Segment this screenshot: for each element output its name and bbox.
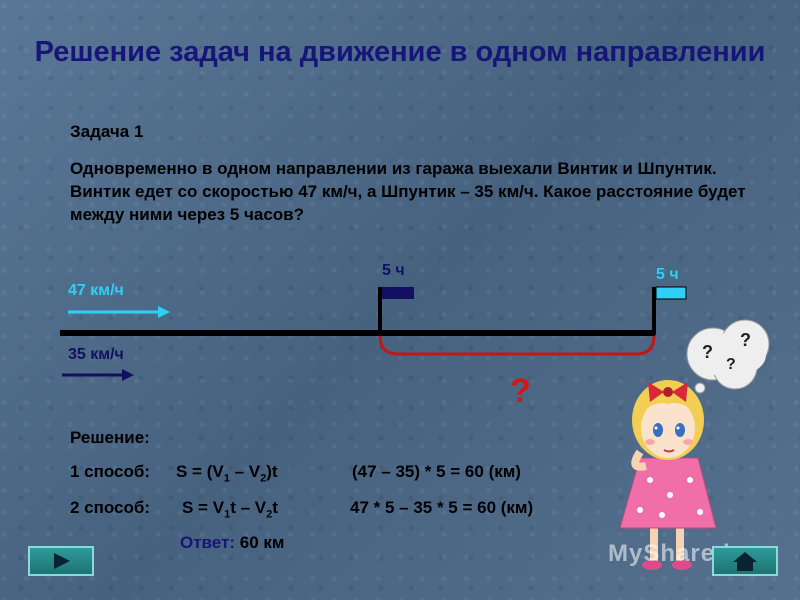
watermark-logo: MyShared (608, 540, 731, 567)
slow-time-label: 5 ч (382, 262, 405, 279)
task-heading: Задача 1 (70, 122, 144, 141)
fast-speed-label: 47 км/ч (68, 282, 124, 299)
fast-position-flag (652, 286, 687, 335)
thought-question-3: ? (726, 356, 736, 373)
solution-way1-formula: S = (V1 – V2)t (176, 462, 278, 485)
girl-illustration (619, 380, 717, 570)
distance-bracket (378, 335, 656, 356)
home-button[interactable] (712, 546, 778, 576)
answer-value: 60 км (239, 533, 285, 552)
solution-way1-calc: (47 – 35) * 5 = 60 (км) (352, 462, 521, 481)
answer-label: Ответ: (180, 533, 235, 552)
solution-way2-calc: 47 * 5 – 35 * 5 = 60 (км) (350, 498, 534, 517)
solution-heading: Решение: (70, 428, 150, 447)
unknown-distance-mark: ? (510, 372, 531, 410)
fast-time-label: 5 ч (656, 266, 679, 283)
task-text: Одновременно в одном направлении из гара… (70, 159, 746, 224)
slow-speed-label: 35 км/ч (68, 346, 124, 363)
slide-title: Решение задач на движение в одном направ… (34, 36, 766, 68)
solution-way2-label: 2 способ: (70, 498, 151, 517)
slow-position-flag (378, 287, 414, 335)
thought-cloud (686, 319, 770, 402)
solution-way2-formula: S = V1t – V2t (182, 498, 278, 521)
answer-line: Ответ: 60 км (180, 533, 284, 553)
next-slide-button[interactable] (28, 546, 94, 576)
home-icon (733, 552, 757, 571)
solution-way1-label: 1 способ: (70, 462, 151, 481)
thought-question-1: ? (702, 342, 713, 362)
slow-speed-arrow (62, 369, 134, 381)
thought-question-2: ? (740, 330, 751, 350)
play-right-icon (54, 553, 70, 569)
fast-speed-arrow (68, 306, 170, 318)
